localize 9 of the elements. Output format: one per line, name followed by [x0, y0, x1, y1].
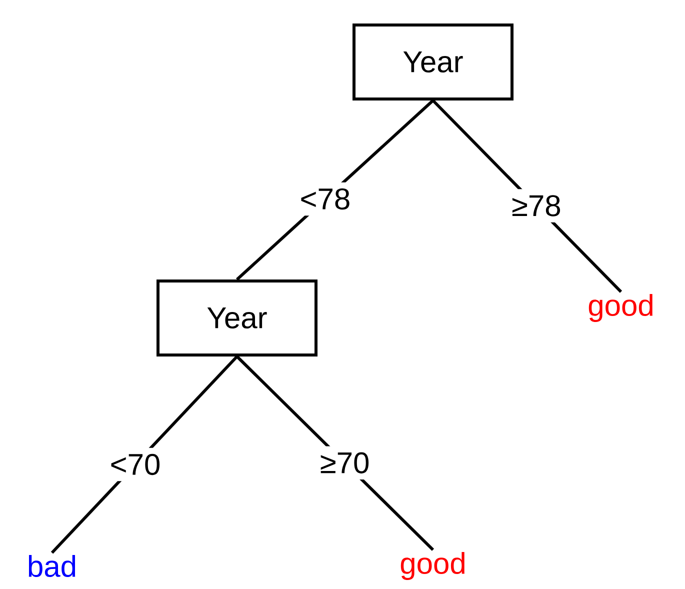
edge-label: <78 [301, 188, 350, 210]
edge-label: <70 [111, 454, 160, 476]
leaf-label: good [400, 552, 464, 580]
leaf-label: good [588, 294, 652, 322]
decision-box: Year [156, 280, 318, 356]
leaf-label: bad [28, 554, 76, 578]
edge-label: ≥70 [320, 452, 369, 474]
decision-box: Year [352, 24, 514, 100]
edge-label: ≥78 [512, 195, 560, 216]
